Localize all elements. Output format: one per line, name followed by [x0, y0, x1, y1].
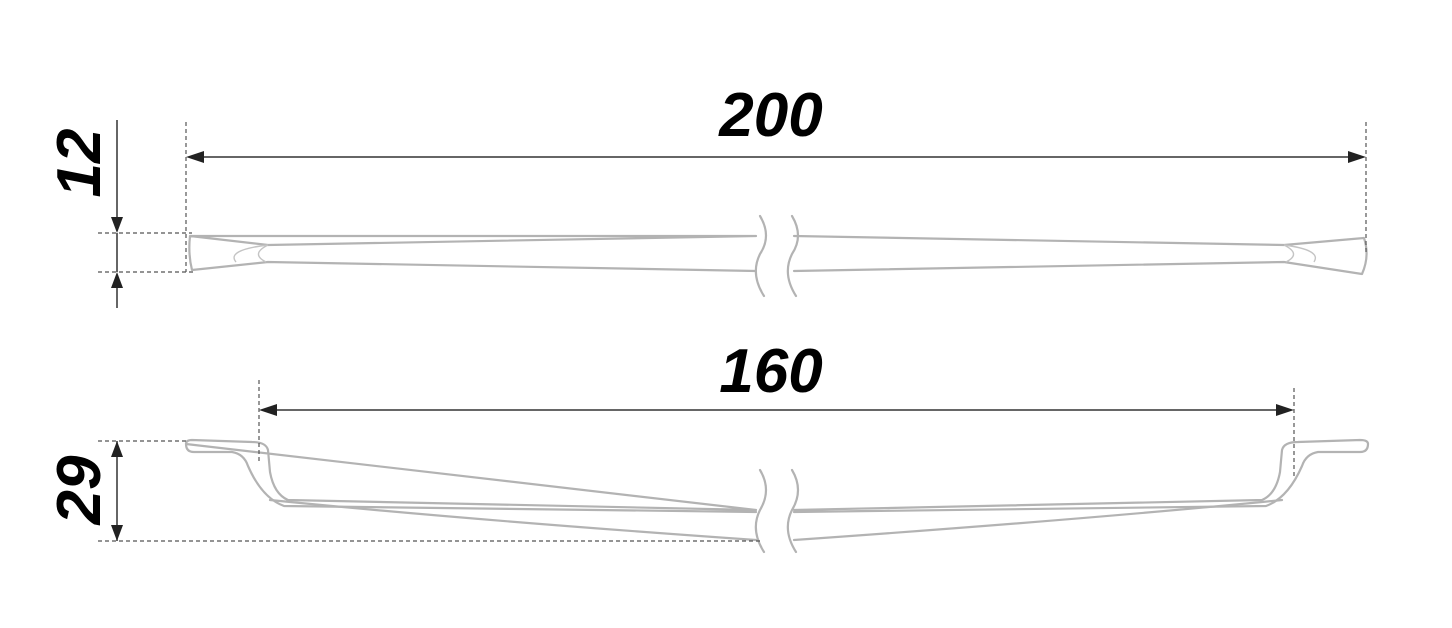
overall-length-label: 200 — [718, 81, 822, 150]
thickness-label: 12 — [45, 129, 114, 198]
thickness-arrow-top — [111, 217, 123, 233]
height-dimension: 29 — [45, 440, 760, 542]
side-view-underside — [268, 498, 1284, 542]
top-view-break-symbol — [754, 214, 800, 298]
hole-spacing-dimension: 160 — [258, 337, 1295, 476]
side-view-handle-outline — [184, 438, 1370, 514]
height-label: 29 — [45, 455, 114, 525]
arrowhead-left — [186, 151, 204, 163]
arrowhead-right — [1348, 151, 1366, 163]
overall-length-dimension: 200 — [185, 81, 1367, 272]
hole-spacing-label: 160 — [719, 337, 822, 406]
height-arrow-bottom — [111, 525, 123, 541]
side-view — [184, 438, 1370, 554]
height-arrow-top — [111, 441, 123, 457]
top-view-right-end-detail — [1283, 244, 1316, 263]
top-view-handle-outline — [188, 234, 1368, 276]
hole-arrow-right — [1276, 404, 1294, 416]
top-view-left-end-detail — [233, 244, 269, 263]
side-view-break-symbol — [754, 468, 800, 554]
thickness-arrow-bottom — [111, 272, 123, 288]
top-view — [188, 214, 1368, 298]
thickness-dimension: 12 — [45, 120, 196, 308]
hole-arrow-left — [259, 404, 277, 416]
